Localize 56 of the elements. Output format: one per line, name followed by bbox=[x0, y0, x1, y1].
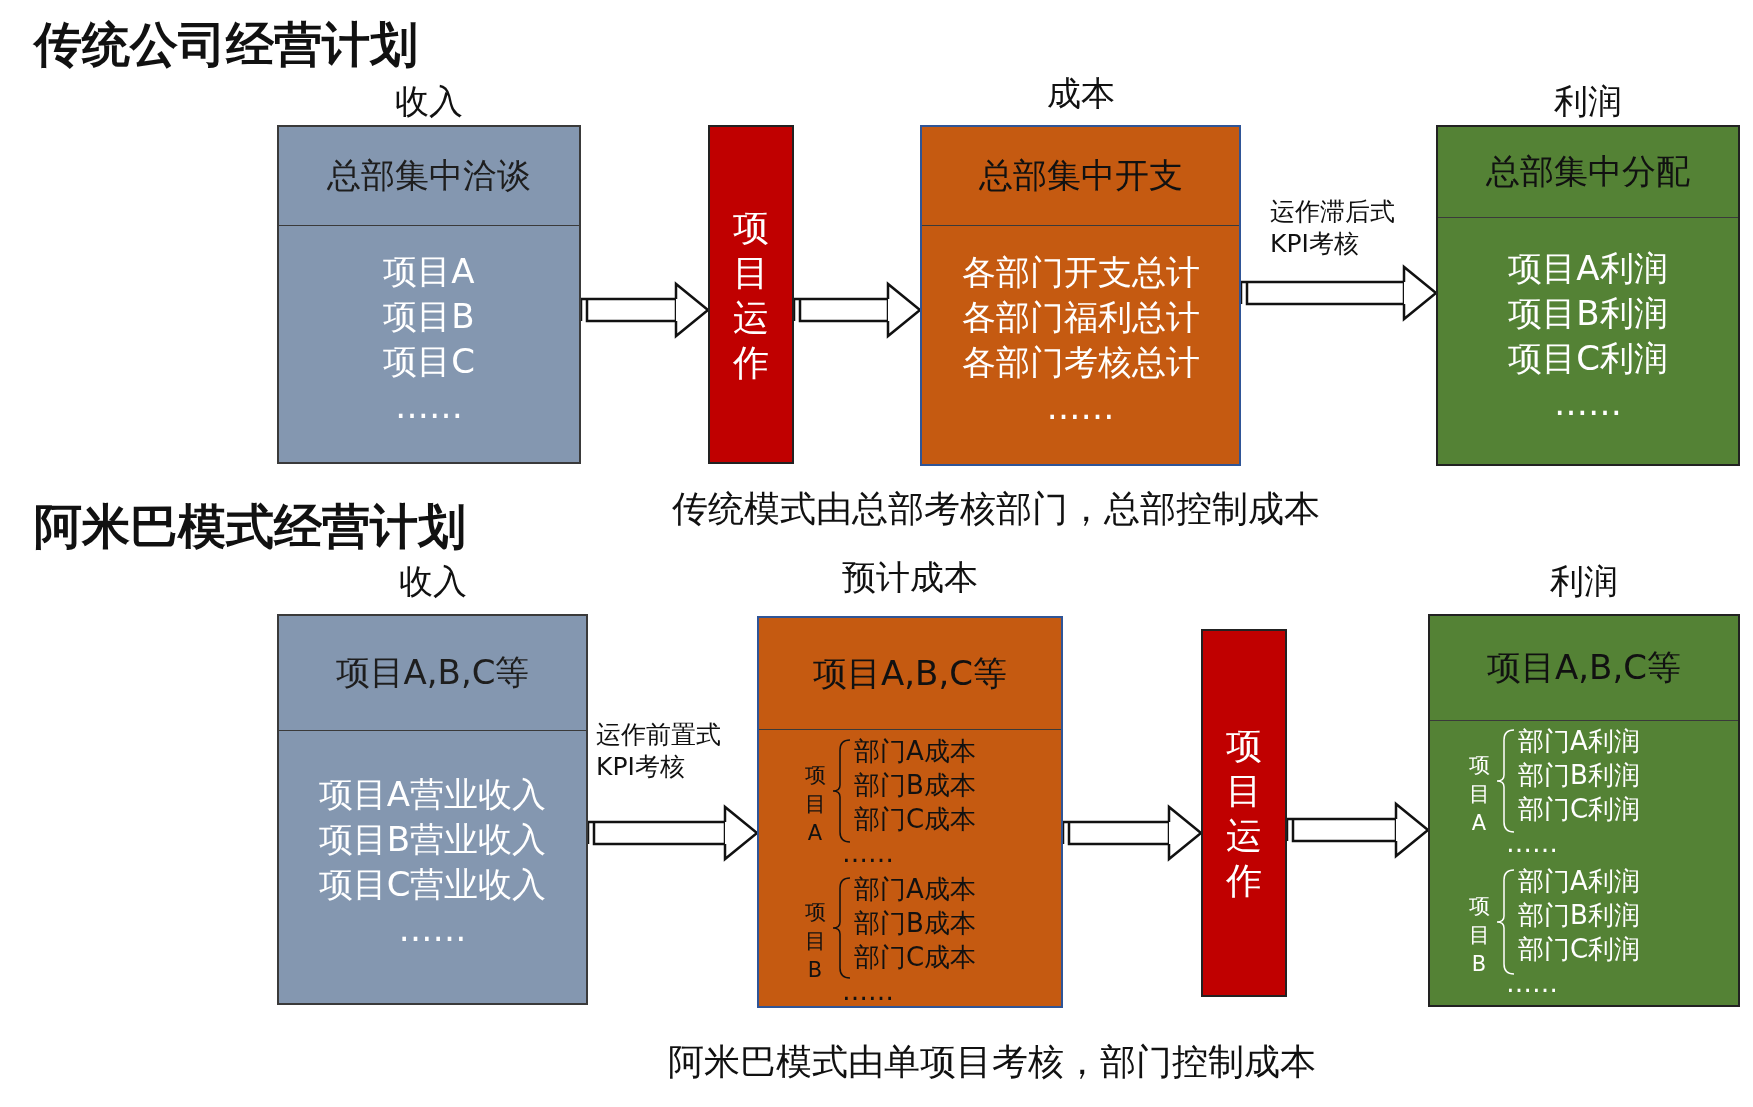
vertical-text: 项目运作 bbox=[732, 205, 770, 385]
list-item: 部门A成本 bbox=[854, 873, 976, 906]
list-item: 部门A成本 bbox=[854, 735, 976, 768]
list-item: 项目A bbox=[383, 250, 475, 293]
section-title: 传统公司经营计划 bbox=[34, 16, 418, 72]
list-item: …… bbox=[842, 837, 894, 870]
box-header: 总部集中开支 bbox=[922, 127, 1239, 226]
list-item: 部门C利润 bbox=[1518, 933, 1641, 966]
list-item: 各部门开支总计 bbox=[961, 251, 1200, 294]
list-item: 各部门福利总计 bbox=[961, 296, 1200, 339]
column-heading: 收入 bbox=[397, 560, 468, 602]
list-item: …… bbox=[1506, 967, 1558, 1000]
list-item: 项目C营业收入 bbox=[318, 863, 547, 906]
process-bar bbox=[1201, 629, 1287, 997]
column-heading: 预计成本 bbox=[841, 556, 979, 598]
list-item: 项目B bbox=[383, 295, 475, 338]
list-item: 项目B利润 bbox=[1508, 292, 1668, 335]
list-item: 部门B利润 bbox=[1518, 759, 1640, 792]
box-header: 总部集中分配 bbox=[1438, 127, 1738, 218]
box-header: 项目A,B,C等 bbox=[279, 616, 586, 731]
column-heading: 利润 bbox=[1549, 560, 1619, 602]
process-bar bbox=[708, 125, 794, 464]
column-heading: 成本 bbox=[1045, 72, 1116, 114]
list-item: 项目C bbox=[383, 340, 475, 383]
group-label: 项目A bbox=[1467, 751, 1491, 837]
list-item: 部门C成本 bbox=[854, 941, 977, 974]
group-label: 项目B bbox=[1467, 892, 1491, 978]
caption: 传统模式由总部考核部门，总部控制成本 bbox=[672, 487, 1320, 531]
list-item: 各部门考核总计 bbox=[961, 341, 1200, 384]
box-header: 项目A,B,C等 bbox=[759, 618, 1061, 730]
caption: 阿米巴模式由单项目考核，部门控制成本 bbox=[668, 1040, 1316, 1084]
list-item: 项目C利润 bbox=[1508, 337, 1668, 380]
list-item: 部门B成本 bbox=[854, 769, 976, 802]
box-header: 项目A,B,C等 bbox=[1430, 616, 1738, 721]
list-item: 部门C利润 bbox=[1518, 793, 1641, 826]
list-item: 部门A利润 bbox=[1518, 725, 1640, 758]
column-heading: 收入 bbox=[394, 80, 464, 122]
group-label: 项目B bbox=[803, 898, 827, 984]
section-title: 阿米巴模式经营计划 bbox=[34, 498, 466, 554]
vertical-text: 项目运作 bbox=[1225, 724, 1263, 903]
list-item: …… bbox=[1554, 382, 1622, 425]
list-item: …… bbox=[395, 385, 463, 428]
list-item: 项目A营业收入 bbox=[318, 773, 547, 816]
list-item: …… bbox=[398, 908, 467, 951]
column-heading: 利润 bbox=[1553, 80, 1623, 122]
list-item: …… bbox=[1506, 827, 1558, 860]
list-item: 部门B成本 bbox=[854, 907, 976, 940]
list-item: …… bbox=[842, 975, 894, 1008]
list-item: 部门A利润 bbox=[1518, 865, 1640, 898]
list-item: 项目B营业收入 bbox=[318, 818, 547, 861]
list-item: 部门B利润 bbox=[1518, 899, 1640, 932]
list-item: 项目A利润 bbox=[1508, 247, 1668, 290]
list-item: …… bbox=[1046, 386, 1115, 429]
box-header: 总部集中洽谈 bbox=[279, 127, 579, 226]
group-label: 项目A bbox=[803, 761, 827, 847]
list-item: 部门C成本 bbox=[854, 803, 977, 836]
